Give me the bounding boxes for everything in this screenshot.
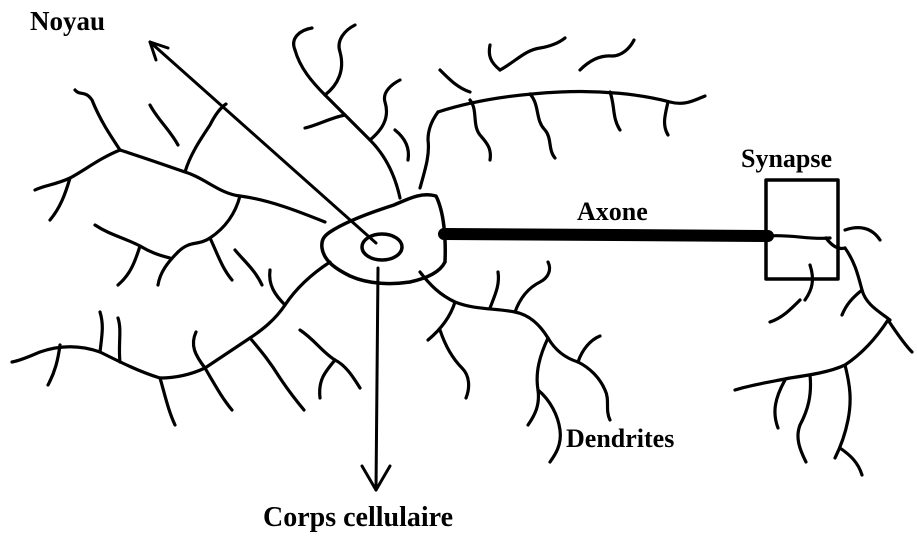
post-synaptic-dendrites: [735, 300, 912, 475]
synapse-label: Synapse: [741, 146, 832, 172]
cell-body-pointer-arrow: [362, 268, 390, 490]
upper-dendrites: [294, 25, 705, 198]
lower-left-dendrites: [12, 262, 360, 425]
left-dendrites: [35, 90, 325, 285]
cell-body-label: Corps cellulaire: [263, 504, 453, 532]
axon-terminals: [768, 228, 890, 320]
nucleus: [362, 234, 402, 260]
axon-label: Axone: [577, 199, 648, 225]
dendrites-label: Dendrites: [566, 426, 674, 452]
cell-body: [322, 195, 445, 284]
synapse-box: [766, 180, 838, 279]
nucleus-label: Noyau: [30, 8, 105, 35]
axon: [444, 234, 768, 236]
